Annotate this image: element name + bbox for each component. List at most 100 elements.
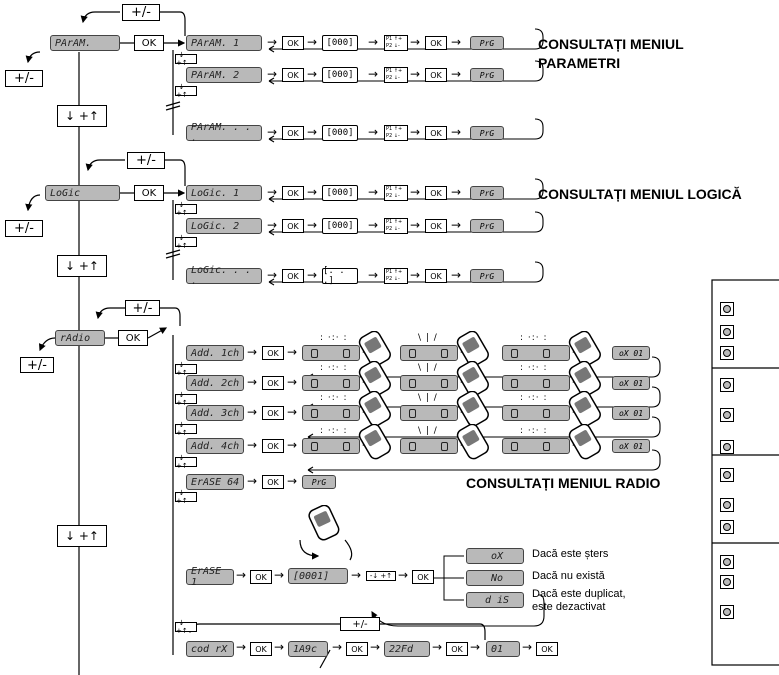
up-down-button[interactable]: ↓ +↑	[57, 255, 107, 277]
param-item-3: PArAM. . . .	[186, 125, 262, 141]
plus-minus-button[interactable]: +/-	[5, 220, 43, 237]
arrow-icon: →	[274, 568, 284, 582]
erase-result-ok-text: Dacă este șters	[532, 548, 608, 560]
plus-minus-button[interactable]: +/-	[5, 70, 43, 87]
arrow-icon: →	[368, 268, 378, 282]
ok-button[interactable]: OK	[425, 269, 447, 283]
panel-button	[720, 408, 734, 422]
ok-button[interactable]: OK	[282, 269, 304, 283]
ok-button[interactable]: OK	[412, 570, 434, 584]
param-menu-display: PArAM.	[50, 35, 120, 51]
arrow-icon: →	[307, 125, 317, 139]
codrx-value-3: 01	[486, 641, 520, 657]
plus-minus-button[interactable]: +/-	[340, 617, 380, 631]
radio-add-item-4: Add. 4ch	[186, 438, 244, 454]
ok-button[interactable]: OK	[262, 475, 284, 489]
loop-arrow	[302, 448, 664, 474]
ok-button[interactable]: OK	[282, 68, 304, 82]
ok-button[interactable]: OK	[425, 219, 447, 233]
arrow-icon: →	[307, 218, 317, 232]
plus-minus-button[interactable]: +/-	[127, 152, 165, 169]
up-down-small-button[interactable]: -↓ +↑	[175, 237, 197, 247]
up-down-small-button[interactable]: -↓ +↑	[175, 424, 197, 434]
arrow-icon: →	[274, 640, 284, 654]
arrow-icon: →	[247, 375, 257, 389]
erase-result-ok: oX	[466, 548, 524, 564]
arrow-icon: →	[267, 218, 277, 232]
erase-return-arrow	[368, 590, 548, 632]
arrow-icon: →	[451, 35, 461, 49]
ok-button[interactable]: OK	[425, 68, 447, 82]
up-down-small-button[interactable]: -↓ +↑	[366, 571, 396, 581]
ok-button[interactable]: OK	[346, 642, 368, 656]
arrow-icon: →	[307, 35, 317, 49]
radio-menu-display: rAdio	[55, 330, 105, 346]
ok-button[interactable]: OK	[118, 330, 148, 346]
p1-p2-icon: P1 ↑+P2 ↓-	[384, 125, 408, 141]
up-down-button[interactable]: ↓ +↑	[57, 105, 107, 127]
ok-button[interactable]: OK	[536, 642, 558, 656]
ok-button[interactable]: OK	[262, 406, 284, 420]
prg-display: PrG	[470, 269, 504, 283]
arrow-icon: →	[267, 125, 277, 139]
up-down-small-button[interactable]: -↓ +↑	[175, 364, 197, 374]
erase1-code-display: [0001]	[288, 568, 348, 584]
arrow-icon: →	[287, 405, 297, 419]
arrow-icon: →	[368, 185, 378, 199]
arrow-icon: →	[247, 405, 257, 419]
ok-button[interactable]: OK	[250, 570, 272, 584]
ok-button[interactable]: OK	[446, 642, 468, 656]
erase-result-no: No	[466, 570, 524, 586]
panel-button	[720, 520, 734, 534]
ok-button[interactable]: OK	[134, 35, 164, 51]
ok-button[interactable]: OK	[425, 186, 447, 200]
radio-add-item-1: Add. 1ch	[186, 345, 244, 361]
radio-add-item-3: Add. 3ch	[186, 405, 244, 421]
signal-icon: : ·:· :	[520, 393, 548, 403]
prg-display: PrG	[470, 219, 504, 233]
ok-button[interactable]: OK	[282, 126, 304, 140]
ok-button[interactable]: OK	[282, 186, 304, 200]
arrow-icon: →	[368, 35, 378, 49]
erase1-display: ErASE 1	[186, 569, 234, 585]
up-down-small-button[interactable]: -↓ +↑	[175, 86, 197, 96]
ok-button[interactable]: OK	[425, 126, 447, 140]
ok-button[interactable]: OK	[262, 346, 284, 360]
plus-minus-button[interactable]: +/-	[122, 4, 160, 21]
remote-control-icon	[305, 505, 341, 543]
ok-button[interactable]: OK	[282, 219, 304, 233]
ok-button[interactable]: OK	[134, 185, 164, 201]
plus-minus-button[interactable]: +/-	[125, 300, 160, 316]
panel-button	[720, 302, 734, 316]
arrow-icon: →	[236, 568, 246, 582]
plus-minus-button[interactable]: +/-	[20, 357, 54, 373]
up-down-small-button[interactable]: -↓ +↑	[175, 54, 197, 64]
arrow-icon: →	[307, 185, 317, 199]
arrow-icon: →	[267, 185, 277, 199]
arrow-icon: →	[307, 67, 317, 81]
arrow-icon: →	[410, 185, 420, 199]
ok-button[interactable]: OK	[250, 642, 272, 656]
signal-icon: : ·:· :	[320, 363, 348, 373]
logic-item-1: LoGic. 1	[186, 185, 262, 201]
arrow-icon: →	[351, 568, 361, 582]
arrow-icon: →	[247, 438, 257, 452]
up-down-small-button[interactable]: -↓ +↑	[175, 457, 197, 467]
ok-button[interactable]: OK	[262, 376, 284, 390]
signal-icon: : ·:· :	[520, 333, 548, 343]
arrow-icon: →	[410, 218, 420, 232]
up-down-button[interactable]: ↓ +↑	[57, 525, 107, 547]
up-down-small-button[interactable]: -↓ +↑	[175, 204, 197, 214]
ok-button[interactable]: OK	[282, 36, 304, 50]
ok-button[interactable]: OK	[262, 439, 284, 453]
up-down-small-button[interactable]: -↓ +↑	[175, 492, 197, 502]
panel-button	[720, 575, 734, 589]
ok-button[interactable]: OK	[425, 36, 447, 50]
param-item-2: PArAM. 2	[186, 67, 262, 83]
up-down-small-button[interactable]: -↓ +↑	[175, 394, 197, 404]
prg-display: PrG	[470, 36, 504, 50]
up-down-small-button[interactable]: -↓ +↑	[175, 622, 197, 632]
arrow-icon: →	[236, 640, 246, 654]
signal-icon: \ | /	[418, 426, 438, 436]
logic-heading: CONSULTAȚI MENIUL LOGICĂ	[538, 186, 742, 202]
